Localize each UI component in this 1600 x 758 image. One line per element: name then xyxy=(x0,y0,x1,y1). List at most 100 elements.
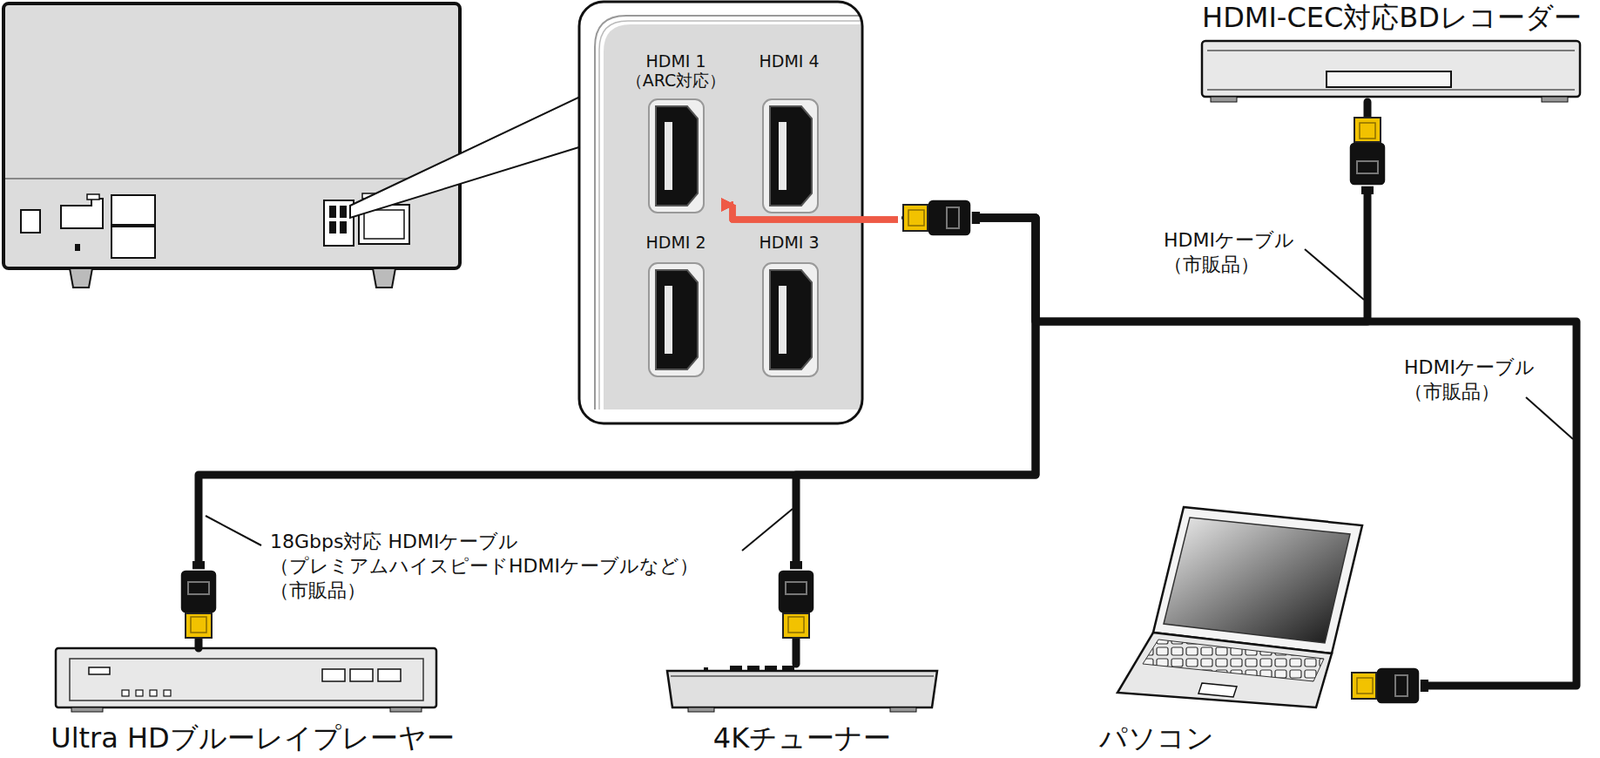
hdmi-port: HDMI 4 xyxy=(731,52,847,214)
zoom-callout xyxy=(594,15,861,410)
tv-rear xyxy=(329,205,337,218)
zoom-callout xyxy=(350,95,582,218)
leader-line xyxy=(1525,397,1573,439)
hdmi-port: HDMI 3 xyxy=(731,233,847,379)
laptop xyxy=(1198,682,1237,697)
hdmi-plugs xyxy=(1351,667,1429,704)
ultra-hd-player xyxy=(350,668,373,682)
4k-tuner xyxy=(667,665,938,712)
hdmi-cable xyxy=(198,217,1036,649)
port-label: HDMI 1 （ARC対応） xyxy=(621,52,730,91)
tv-rear xyxy=(5,177,459,180)
ultra-hd-player xyxy=(121,689,129,696)
tv-rear xyxy=(20,209,41,233)
cable-label: 18Gbps対応 HDMIケーブル （プレミアムハイスピードHDMIケーブルなど… xyxy=(270,529,706,603)
hdmi-cable xyxy=(732,204,1577,686)
hdmi-cable xyxy=(732,101,1368,322)
4k-tuner xyxy=(782,665,795,672)
tv-rear xyxy=(364,209,405,239)
4k-tuner xyxy=(890,707,917,712)
device-label: HDMI-CEC対応BDレコーダー xyxy=(1201,1,1582,34)
bd-recorder xyxy=(1201,40,1580,97)
bd-recorder xyxy=(1210,96,1237,102)
tv-rear xyxy=(111,195,156,225)
connection-arrow xyxy=(732,204,898,220)
bd-recorder xyxy=(1201,40,1580,102)
device-label: Ultra HDブルーレイプレーヤー xyxy=(50,722,455,755)
hdmi-cable xyxy=(732,204,1036,664)
ultra-hd-player xyxy=(71,707,103,712)
4k-tuner xyxy=(729,665,743,672)
ultra-hd-player xyxy=(69,658,424,701)
tv-rear xyxy=(69,268,93,288)
port-label: HDMI 2 xyxy=(621,233,730,253)
ultra-hd-player xyxy=(378,668,401,682)
hdmi-cable xyxy=(905,217,1577,686)
zoom-callout xyxy=(579,1,863,424)
zoom-callout xyxy=(648,99,704,213)
ultra-hd-player xyxy=(322,668,345,682)
4k-tuner xyxy=(670,675,934,677)
tv-rear xyxy=(3,3,460,269)
ultra-hd-player xyxy=(88,667,110,675)
4k-tuner xyxy=(764,665,777,672)
device: Ultra HDブルーレイプレーヤー xyxy=(25,648,480,755)
device: 4Kチューナー xyxy=(665,663,939,755)
zoom-callout xyxy=(350,1,863,424)
bd-recorder xyxy=(1207,50,1575,90)
cable-label: HDMIケーブル （市販品） xyxy=(1163,228,1295,277)
tv-rear xyxy=(339,221,347,234)
4k-tuner xyxy=(747,665,760,672)
tv-rear xyxy=(372,268,396,288)
tv-rear xyxy=(60,198,103,229)
ultra-hd-player xyxy=(55,648,437,708)
device: パソコン xyxy=(1099,505,1368,755)
ultra-hd-player xyxy=(149,689,157,696)
hdmi-plugs xyxy=(777,560,815,638)
hdmi-cable xyxy=(796,217,1036,664)
device-label: 4Kチューナー xyxy=(713,722,892,755)
ultra-hd-player xyxy=(135,689,143,696)
laptop xyxy=(1117,632,1332,708)
connection-arrow xyxy=(732,204,898,220)
laptop xyxy=(1163,517,1351,643)
tv-rear xyxy=(339,205,347,218)
bd-recorder xyxy=(1541,96,1568,102)
zoom-callout xyxy=(579,1,863,424)
port-label: HDMI 4 xyxy=(735,52,844,72)
hdmi-port: HDMI 2 xyxy=(618,233,734,379)
bd-recorder xyxy=(1326,71,1452,88)
4k-tuner xyxy=(667,670,938,708)
4k-tuner xyxy=(688,707,715,712)
hdmi-port: HDMI 1 （ARC対応） xyxy=(618,52,734,214)
tv-rear xyxy=(111,226,156,258)
device: HDMI-CEC対応BDレコーダー xyxy=(1189,1,1594,102)
ultra-hd-player xyxy=(163,689,171,696)
ultra-hd-player xyxy=(55,648,437,712)
hdmi-plugs xyxy=(903,199,980,237)
hdmi-plugs xyxy=(180,560,217,638)
tv-rear xyxy=(87,194,100,200)
ultra-hd-player xyxy=(390,707,422,712)
connection-arrow xyxy=(732,204,898,220)
tv-rear xyxy=(74,243,81,251)
leader-line xyxy=(205,515,262,546)
4k-tuner xyxy=(703,667,709,672)
tv-rear xyxy=(3,3,460,288)
leader-line xyxy=(1304,249,1364,300)
tv-rear xyxy=(329,221,337,234)
hdmi-cable xyxy=(198,204,1036,649)
leader-line xyxy=(742,508,793,551)
connection-arrow xyxy=(732,204,898,220)
zoom-callout xyxy=(648,263,704,377)
laptop xyxy=(1117,506,1363,708)
port-label: HDMI 3 xyxy=(735,233,844,253)
zoom-callout xyxy=(762,263,818,377)
hdmi-plugs xyxy=(1349,117,1386,195)
device-label: パソコン xyxy=(1099,722,1215,755)
zoom-callout xyxy=(762,99,818,213)
cable-label: HDMIケーブル （市販品） xyxy=(1404,355,1535,405)
